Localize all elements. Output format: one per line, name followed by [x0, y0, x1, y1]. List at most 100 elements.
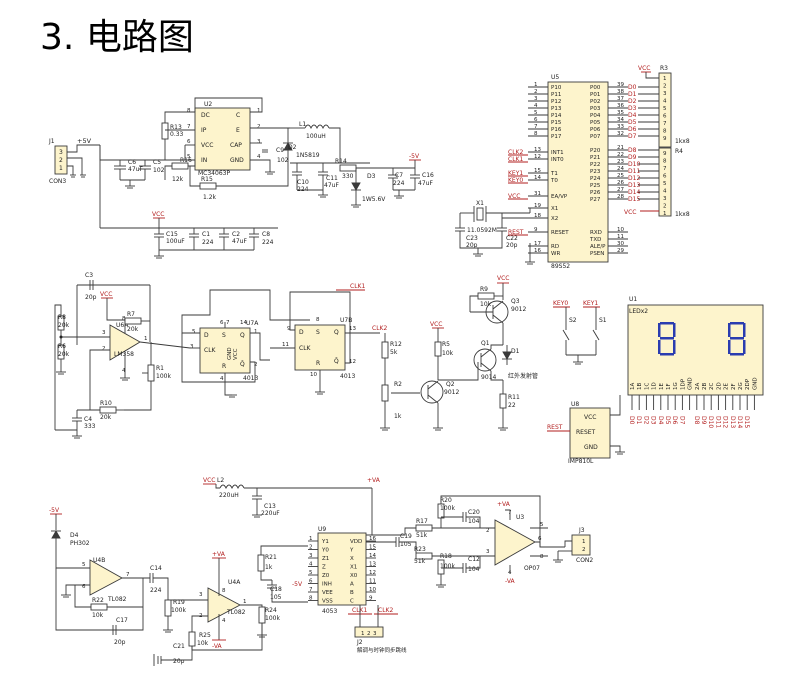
- u4a-opamp: [207, 587, 241, 623]
- u7a-flipflop: [199, 327, 251, 374]
- u5-right-pin-net: D13: [628, 182, 640, 189]
- u1-pin-label: 1D: [652, 382, 658, 390]
- u7a-pin-d: D: [204, 332, 209, 339]
- r24-val: 100k: [265, 615, 280, 622]
- u5-right-pin-net: D5: [628, 119, 637, 126]
- c2-val: 47uF: [232, 238, 247, 245]
- u5-ref: U5: [551, 74, 559, 81]
- u1-pin-label: 1G: [673, 382, 679, 390]
- x1-val: 11.0592M: [467, 227, 497, 234]
- u5-left-pin-net: CLK2: [508, 149, 523, 156]
- u5-right-pin-num: 37: [617, 96, 624, 102]
- u5-right-pin-num: 22: [617, 152, 624, 158]
- u1-pin-label: 1B: [637, 383, 643, 390]
- c18-ref: C18: [270, 586, 282, 593]
- c16-val: 47uF: [418, 180, 433, 187]
- u1-pin-label: 2G: [738, 382, 744, 390]
- u3-pin-8: 8: [540, 554, 544, 560]
- u5-right-pin-net: D10: [628, 161, 640, 168]
- r18-val: 100k: [440, 563, 455, 570]
- c8-val: 224: [262, 239, 274, 246]
- u3-ref: U3: [516, 514, 524, 521]
- q1-val: 9014: [481, 374, 496, 381]
- u5-right-pin-net: D6: [628, 126, 637, 133]
- r4-pin: 6: [663, 174, 667, 180]
- u6a-pin-3: 3: [102, 330, 106, 336]
- u3-opamp: [494, 519, 536, 566]
- neg-va-label-u3: -VA: [505, 578, 516, 585]
- u5-right-pin-net: D9: [628, 154, 637, 161]
- u9-left-pin-name: Z: [322, 565, 326, 571]
- r3-pin: 2: [663, 84, 667, 90]
- u5-right-pin-num: 38: [617, 89, 624, 95]
- r4-pin: 9: [663, 151, 667, 157]
- r23-ref: R23: [414, 546, 426, 553]
- vcc-label-u6: VCC: [100, 291, 112, 298]
- u1-pin-label: 1DP: [680, 378, 686, 390]
- u7a-part: 4013: [243, 375, 258, 382]
- u2-num-8: 8: [187, 108, 191, 114]
- page-heading: 3. 电路图: [40, 8, 194, 60]
- u9-left-pin-name: INH: [322, 582, 332, 588]
- u9-left-pin-name: Y1: [321, 539, 329, 545]
- j1-pin-1: 1: [59, 165, 63, 172]
- r3-pin: 7: [663, 121, 667, 127]
- c3-ref: C3: [85, 272, 93, 279]
- u7a-num-1: 1: [254, 329, 258, 335]
- u9-right-pin-name: VDD: [350, 539, 362, 545]
- j1-supply-label: +5V: [77, 137, 92, 145]
- u1-pin-label: 2DP: [745, 378, 751, 390]
- u7a-pin-gnd: GND: [227, 347, 233, 360]
- u9-left-pin-num: 4: [309, 562, 313, 568]
- u4a-ref: U4A: [228, 579, 241, 586]
- r4-pin: 5: [663, 181, 667, 187]
- u5-left-pin-name: P14: [551, 113, 562, 119]
- u5-right-pin-name: P06: [590, 127, 601, 133]
- u8-pin-vcc: VCC: [584, 414, 596, 421]
- u7b-pin-qbar: Q̄: [334, 358, 339, 365]
- u6a-opamp: [109, 324, 141, 361]
- u7b-num-12: 12: [349, 359, 356, 365]
- r4-network: [658, 147, 672, 217]
- u5-right-pin-name: ALE/P: [590, 244, 606, 250]
- u4b-opamp: [89, 559, 123, 596]
- u5-right-pin-name: P04: [590, 113, 601, 119]
- u1-part: LEDx2: [629, 308, 648, 315]
- u2-num-2: 2: [257, 124, 261, 130]
- r4-pin: 1: [663, 211, 667, 217]
- u4a-part: TL082: [226, 609, 246, 616]
- c6-val: 47uF: [128, 166, 143, 173]
- u1-net-label: D1: [635, 416, 642, 425]
- vcc-label-r3: VCC: [638, 65, 650, 72]
- u5-right-pin-name: RXD: [590, 230, 602, 236]
- u5-chip: [547, 81, 609, 263]
- j3-pin-2: 2: [582, 547, 586, 553]
- u1-net-label: D11: [714, 416, 721, 428]
- u7b-pin-r: R: [316, 360, 320, 367]
- u3-pin-2: 2: [486, 528, 490, 534]
- key0-label: KEY0: [553, 300, 568, 307]
- u6a-ref: U6A: [116, 322, 129, 329]
- u1-net-label: D10: [707, 416, 714, 428]
- u5-right-pin-name: P01: [590, 92, 600, 98]
- d4-val: PH302: [70, 540, 90, 547]
- u9-right-pin-num: 11: [369, 579, 376, 585]
- u5-left-pin-name: RESET: [551, 230, 569, 236]
- r16-ref: R16: [180, 157, 192, 164]
- u5-left-pin-num: 12: [534, 154, 541, 160]
- u1-net-label: D2: [642, 416, 649, 425]
- c5-ref: C5: [153, 159, 161, 166]
- neg-va-label-u4: -VA: [212, 643, 223, 650]
- u4a-pin-1: 1: [243, 599, 247, 605]
- u7a-num-3: 3: [190, 344, 194, 350]
- r3-pin: 3: [663, 91, 667, 97]
- clk1-label-trigger: CLK1: [350, 283, 365, 290]
- u5-left-pin-num: 8: [534, 131, 538, 137]
- u5-left-pin-name: P11: [551, 92, 561, 98]
- u9-chip: [317, 532, 367, 606]
- u5-right-pin-name: P27: [590, 197, 601, 203]
- r10-ref: R10: [100, 400, 112, 407]
- j1-pin-3: 3: [59, 149, 63, 156]
